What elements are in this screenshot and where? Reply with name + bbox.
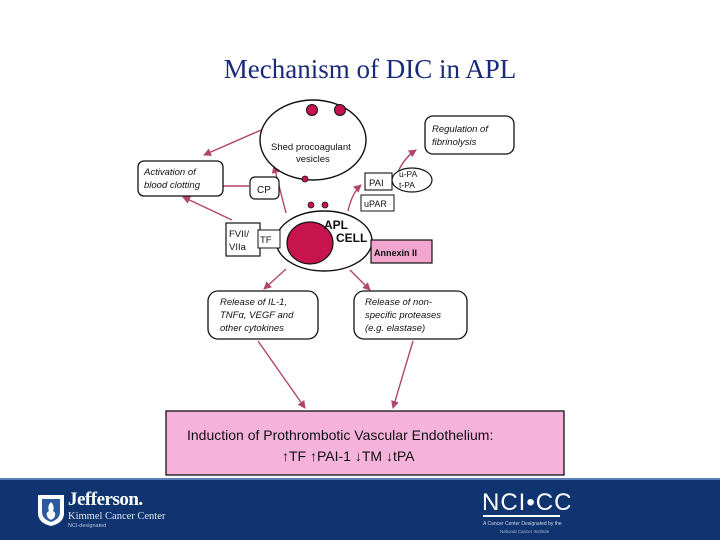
apl-cell-node: APL CELL — [275, 210, 373, 272]
proteases-label-2: specific proteases — [365, 310, 441, 321]
vesicle-dot — [334, 104, 346, 116]
annexin-label: Annexin II — [374, 248, 417, 258]
vesicle-dot — [306, 104, 318, 116]
annexin-node: Annexin II — [370, 239, 433, 264]
jefferson-name: Jefferson. — [68, 489, 143, 510]
cp-label: CP — [257, 185, 271, 196]
arrow-cell-to-proteases — [349, 269, 371, 291]
arrow-pai-to-regulation — [397, 149, 417, 173]
fvii-label-2: VIIa — [229, 242, 247, 253]
regulation-label-1: Regulation of — [432, 124, 489, 135]
shed-vesicles-label-1: Shed procoagulant — [271, 142, 351, 153]
arrow-cell-to-activation — [182, 196, 233, 221]
tpa-label: t-PA — [399, 180, 415, 190]
slide-title: Mechanism of DIC in APL — [223, 54, 517, 84]
arrow-cell-to-vesicles — [271, 165, 287, 214]
arrow-cell-to-cytokines — [263, 268, 287, 290]
regulation-node: Regulation of fibrinolysis — [424, 115, 515, 155]
cytokines-label-3: other cytokines — [220, 323, 284, 334]
jefferson-shield-icon — [38, 495, 64, 526]
fvii-node: FVII/ VIIa TF — [225, 222, 281, 257]
activation-label-1: Activation of — [143, 167, 197, 178]
cp-node: CP — [249, 176, 280, 200]
upar-label: uPAR — [364, 199, 387, 209]
nci-rule — [483, 515, 560, 517]
footer-bar — [0, 480, 720, 540]
proteases-label-3: (e.g. elastase) — [365, 323, 425, 334]
upar-node: uPAR — [360, 194, 395, 212]
regulation-label-2: fibrinolysis — [432, 137, 477, 148]
pai-node: PAI u-PA t-PA — [364, 167, 433, 193]
apl-cell-label-2: CELL — [336, 231, 367, 245]
nci-subtitle-2: National Cancer Institute — [500, 529, 550, 534]
particle-dot — [307, 201, 315, 209]
tf-label: TF — [260, 235, 272, 246]
arrow-vesicles-to-activation — [203, 126, 269, 156]
arrow-proteases-to-endothelium — [391, 340, 414, 409]
fvii-label-1: FVII/ — [229, 229, 249, 240]
arrow-cytokines-to-endothelium — [257, 340, 306, 409]
jefferson-designation: NCI-designated — [68, 523, 107, 529]
activation-label-2: blood clotting — [144, 180, 201, 191]
apl-cell-label-1: APL — [324, 218, 348, 232]
shed-vesicles-label-2: vesicles — [296, 154, 330, 165]
cytokines-node: Release of IL-1, TNFα, VEGF and other cy… — [207, 290, 319, 340]
footer-divider — [0, 478, 720, 480]
jefferson-subtitle: Kimmel Cancer Center — [68, 511, 166, 522]
activation-node: Activation of blood clotting — [137, 160, 224, 197]
arrows — [182, 126, 417, 409]
proteases-label-1: Release of non- — [365, 297, 432, 308]
cytokines-label-2: TNFα, VEGF and — [220, 310, 294, 321]
arrow-cell-to-pai — [347, 184, 362, 212]
endothelium-node: Induction of Prothrombotic Vascular Endo… — [165, 410, 565, 476]
endothelium-label-1: Induction of Prothrombotic Vascular Endo… — [187, 427, 493, 443]
nci-subtitle-1: A Cancer Center Designated by the — [483, 521, 562, 527]
particle-dot — [321, 201, 329, 209]
proteases-node: Release of non- specific proteases (e.g.… — [353, 290, 468, 340]
dic-mechanism-diagram: Shed procoagulant vesicles Regulation of… — [137, 99, 565, 476]
vesicle-dot — [301, 175, 309, 183]
shed-vesicles-node: Shed procoagulant vesicles — [259, 99, 367, 183]
cytokines-label-1: Release of IL-1, — [220, 297, 287, 308]
nci-cc-logo: NCI•CC — [482, 489, 573, 516]
endothelium-label-2: ↑TF ↑PAI-1 ↓TM ↓tPA — [282, 448, 415, 464]
pai-label: PAI — [369, 178, 384, 189]
upa-label: u-PA — [399, 169, 418, 179]
